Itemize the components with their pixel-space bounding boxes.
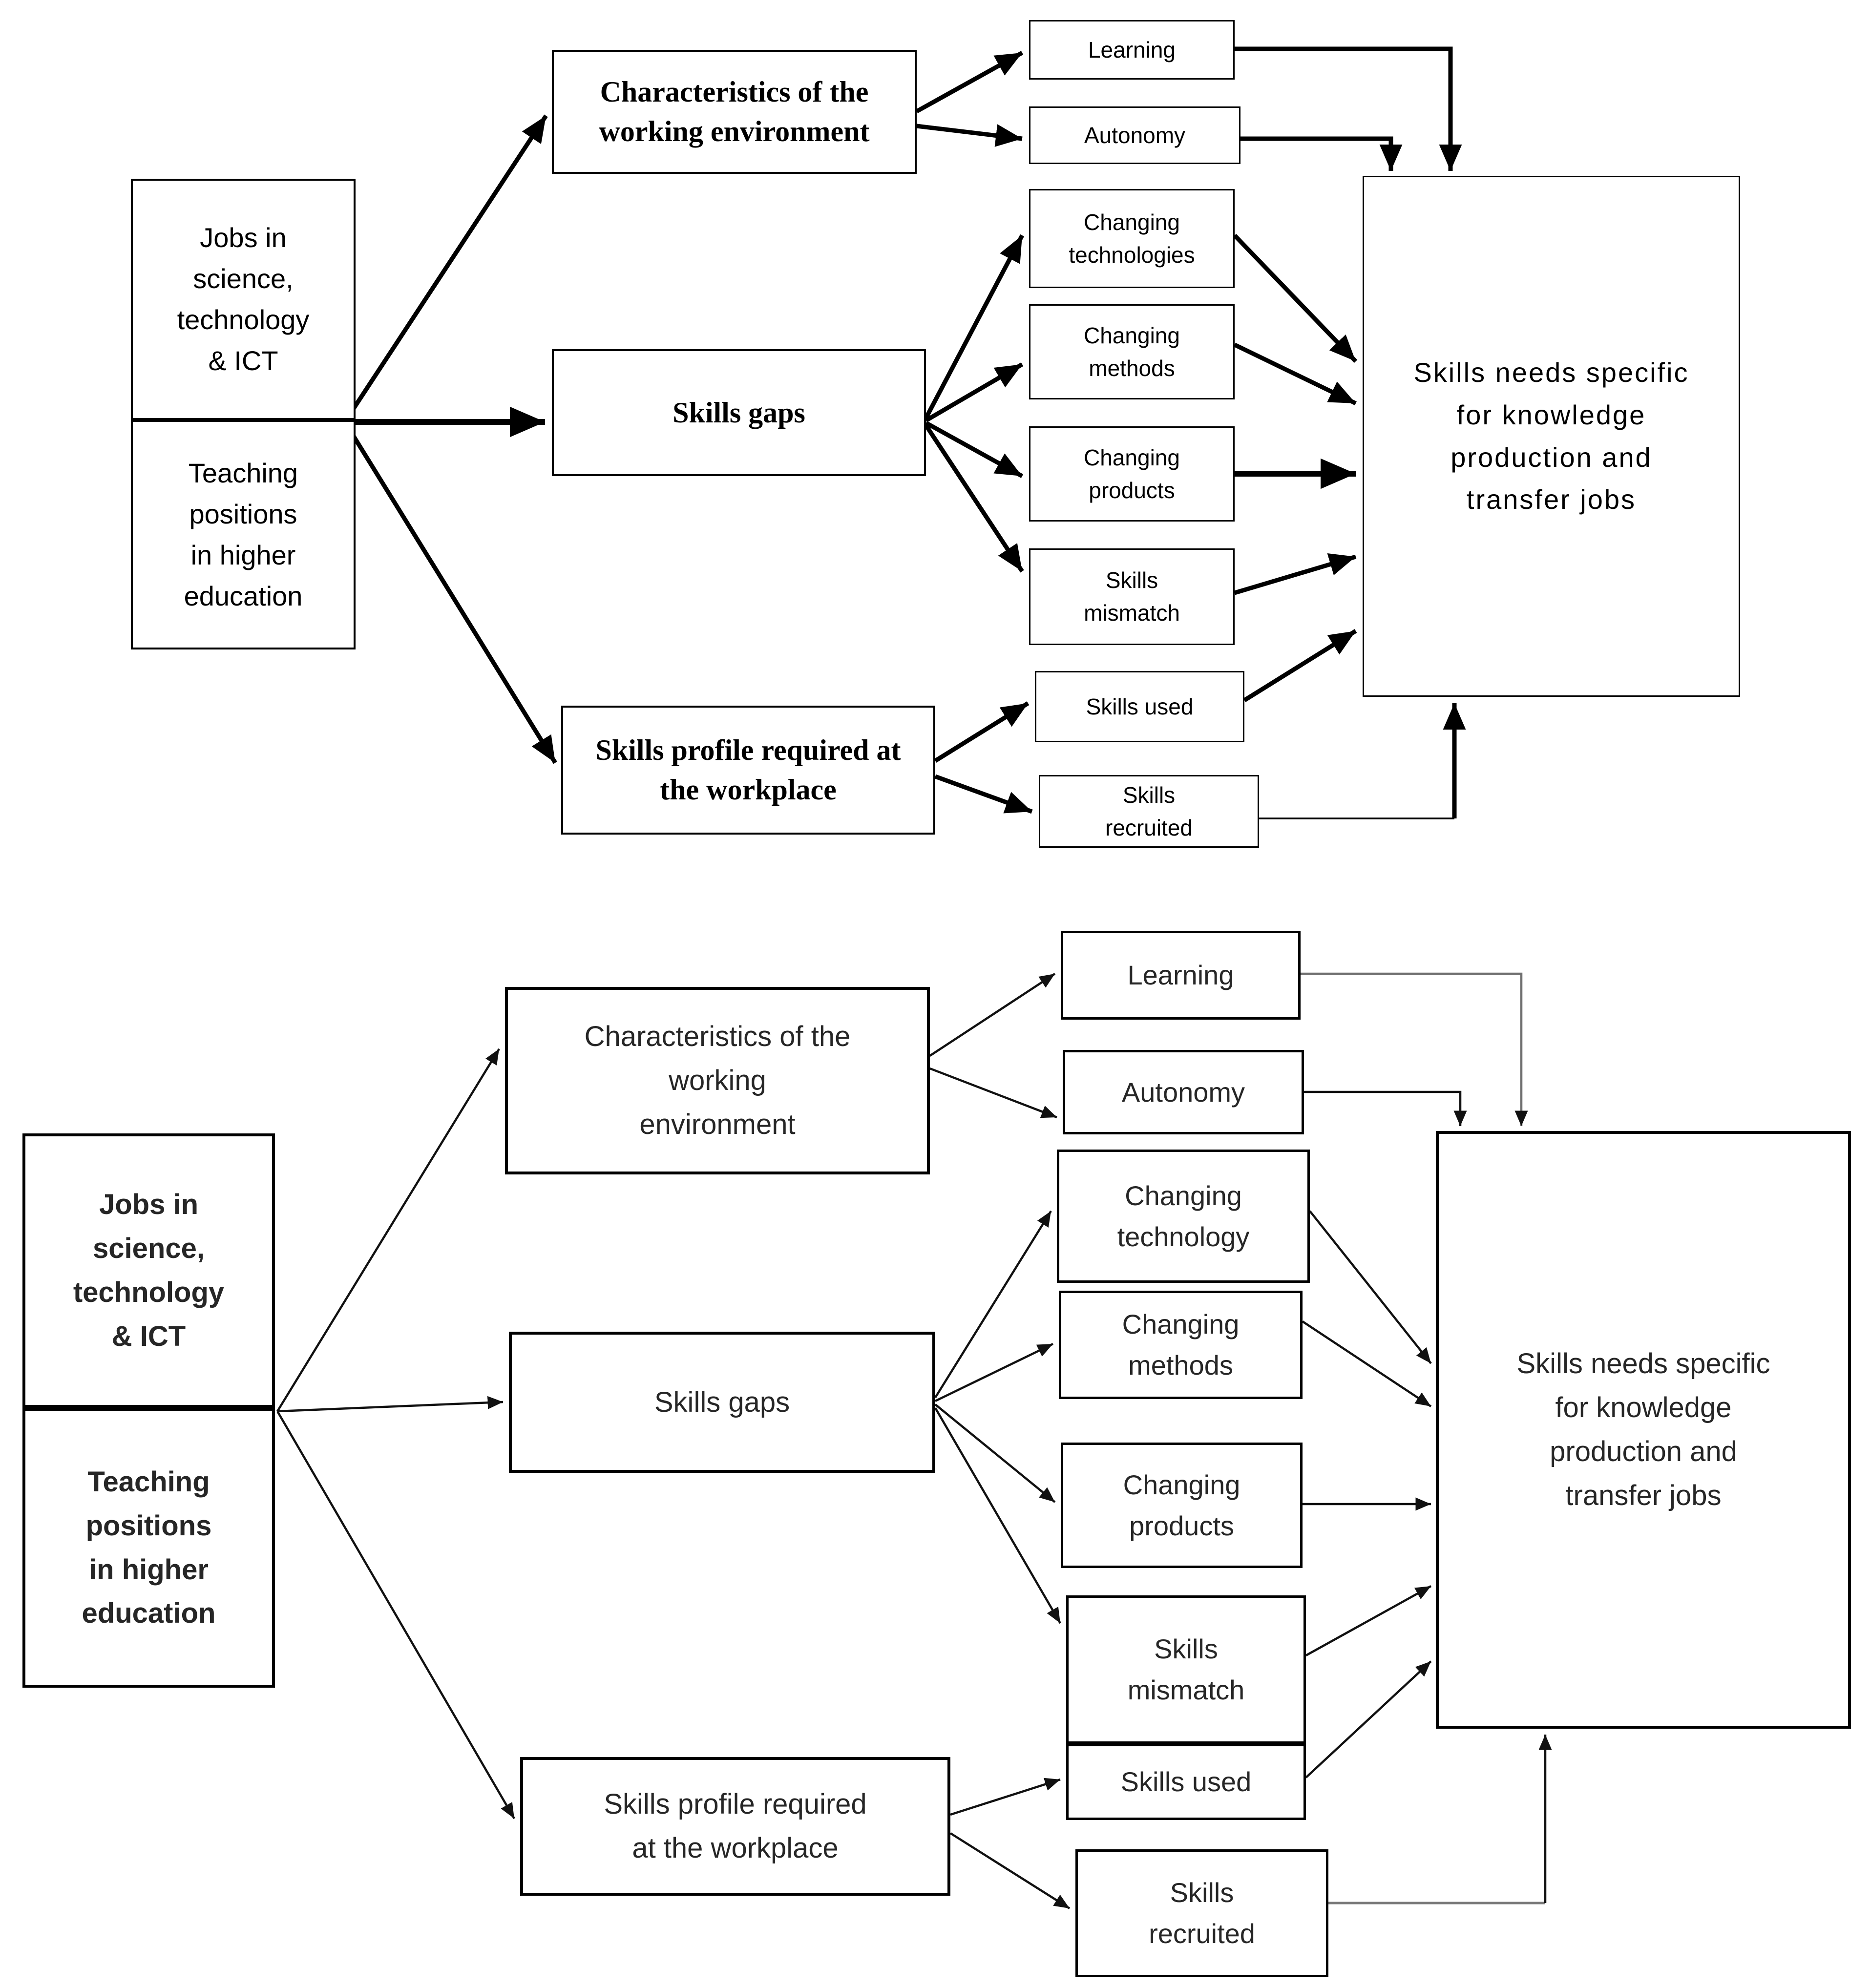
arrow-top-mismatch-to-needs — [1234, 553, 1357, 595]
node-top-skills-mismatch: Skills mismatch — [1029, 548, 1235, 645]
node-bot-changing-technology: Changing technology — [1057, 1150, 1310, 1283]
arrow-top-profile-to-recruited — [934, 774, 1033, 814]
arrow-top-profile-to-used — [934, 701, 1030, 763]
arrow-bot-technology-to-needs — [1309, 1210, 1432, 1364]
arrow-top-gaps-to-mismatch — [924, 424, 1024, 573]
arrow-top-characteristics-to-learning — [915, 51, 1024, 113]
node-bot-skills-used: Skills used — [1066, 1744, 1306, 1820]
arrow-bot-methods-to-needs — [1302, 1320, 1432, 1407]
node-bot-skills-recruited: Skills recruited — [1075, 1849, 1328, 1977]
arrow-bot-gaps-to-mismatch — [934, 1407, 1061, 1624]
arrow-top-gaps-to-technologies — [924, 234, 1024, 419]
arrow-bot-junction-to-skills-profile — [276, 1410, 515, 1820]
node-top-skills-used: Skills used — [1035, 671, 1244, 742]
arrow-top-used-to-needs — [1243, 629, 1357, 702]
node-top-teaching-positions: Teaching positions in higher education — [131, 420, 356, 649]
arrow-top-methods-to-needs — [1234, 342, 1357, 406]
node-bot-autonomy: Autonomy — [1063, 1050, 1304, 1134]
arrow-bot-learning-elbow-to-needs — [1301, 972, 1528, 1126]
node-bot-changing-products: Changing products — [1061, 1443, 1303, 1568]
node-top-skills-needs: Skills needs specific for knowledge prod… — [1363, 176, 1740, 697]
node-bot-skills-needs: Skills needs specific for knowledge prod… — [1436, 1131, 1851, 1729]
node-top-skills-profile-required: Skills profile required at the workplace — [561, 706, 935, 835]
arrow-top-characteristics-to-autonomy — [916, 124, 1023, 147]
arrow-top-gaps-to-products — [925, 421, 1024, 478]
arrow-bot-characteristics-to-autonomy — [929, 1067, 1057, 1119]
arrow-bot-gaps-to-products — [934, 1403, 1056, 1503]
node-bot-jobs-science-ict: Jobs in science, technology & ICT — [22, 1133, 275, 1408]
arrow-top-junction-to-skills-profile — [343, 420, 557, 764]
node-bot-learning: Learning — [1061, 931, 1301, 1020]
arrow-bot-profile-to-used — [950, 1778, 1061, 1816]
node-top-changing-products: Changing products — [1029, 426, 1235, 522]
node-bot-characteristics-working-environment: Characteristics of the working environme… — [505, 987, 930, 1174]
node-top-skills-gaps: Skills gaps — [552, 349, 926, 476]
node-top-autonomy: Autonomy — [1029, 106, 1240, 164]
arrow-bot-used-to-needs — [1305, 1660, 1432, 1779]
node-top-changing-methods: Changing methods — [1029, 304, 1235, 399]
arrow-bot-profile-to-recruited — [949, 1832, 1071, 1909]
node-bot-skills-profile-required: Skills profile required at the workplace — [520, 1757, 950, 1896]
node-bot-skills-gaps: Skills gaps — [509, 1332, 935, 1473]
arrow-top-gaps-to-methods — [925, 362, 1024, 422]
node-bot-skills-mismatch: Skills mismatch — [1066, 1595, 1306, 1744]
node-top-changing-technologies: Changing technologies — [1029, 189, 1235, 288]
arrow-top-technologies-to-needs — [1233, 233, 1358, 363]
arrow-bot-characteristics-to-learning — [929, 973, 1056, 1057]
arrow-bot-gaps-to-technology — [934, 1210, 1052, 1399]
arrow-bot-gaps-to-methods — [935, 1342, 1053, 1402]
arrow-bot-autonomy-elbow-to-needs — [1304, 1090, 1467, 1126]
arrow-bot-junction-to-characteristics — [276, 1048, 500, 1412]
node-bot-changing-methods: Changing methods — [1059, 1291, 1303, 1399]
arrow-top-junction-to-characteristics — [343, 114, 548, 423]
node-top-skills-recruited: Skills recruited — [1039, 775, 1259, 848]
arrow-bot-junction-to-skills-gaps — [277, 1396, 504, 1413]
node-top-learning: Learning — [1029, 20, 1235, 80]
arrow-top-autonomy-elbow-to-needs — [1240, 136, 1403, 171]
arrow-bot-mismatch-to-needs — [1305, 1585, 1432, 1656]
node-bot-teaching-positions: Teaching positions in higher education — [22, 1408, 275, 1688]
node-top-characteristics-working-environment: Characteristics of the working environme… — [552, 50, 917, 174]
node-top-jobs-science-ict: Jobs in science, technology & ICT — [131, 179, 356, 420]
arrow-top-learning-elbow-to-needs — [1235, 46, 1462, 171]
